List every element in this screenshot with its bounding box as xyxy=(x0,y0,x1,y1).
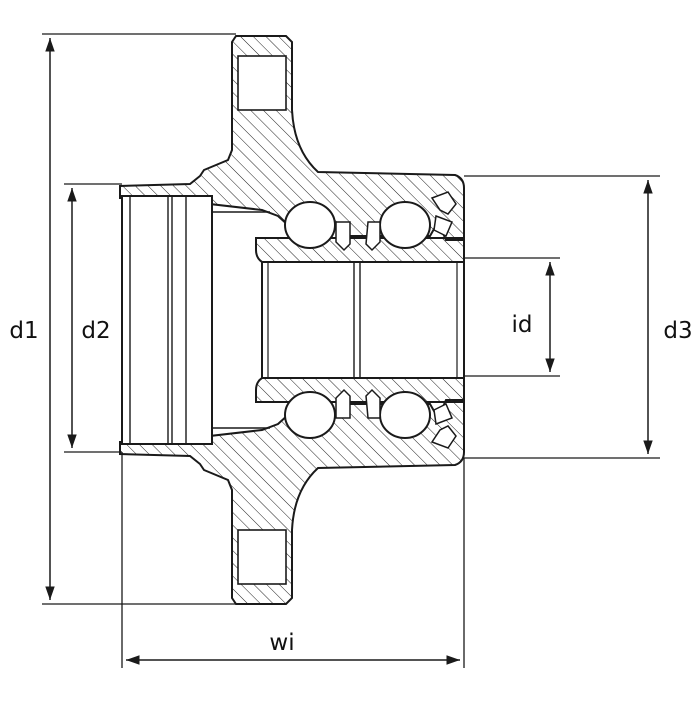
extension-lines xyxy=(42,33,660,668)
flange-bolt-hole-top xyxy=(237,55,287,111)
label-wi: wi xyxy=(269,630,294,656)
ball-bottom-left xyxy=(284,391,336,439)
pilot-spigot xyxy=(121,195,270,445)
hub-section-top xyxy=(119,35,465,241)
dimension-lines xyxy=(45,38,653,665)
inner-ring-top xyxy=(255,237,465,263)
label-d2: d2 xyxy=(81,318,110,344)
inner-ring-bottom xyxy=(255,377,465,403)
label-d3: d3 xyxy=(663,318,692,344)
hub-section-bottom xyxy=(119,399,465,605)
ball-bottom-right xyxy=(379,391,431,439)
bearing-bore xyxy=(261,261,465,379)
ball-top-right xyxy=(379,201,431,249)
label-d1: d1 xyxy=(9,318,38,344)
label-id: id xyxy=(512,312,533,338)
rolling-balls xyxy=(284,201,431,439)
seals xyxy=(430,191,457,449)
flange-bolt-hole-bottom xyxy=(237,529,287,585)
ball-top-left xyxy=(284,201,336,249)
ball-cages xyxy=(335,221,381,419)
